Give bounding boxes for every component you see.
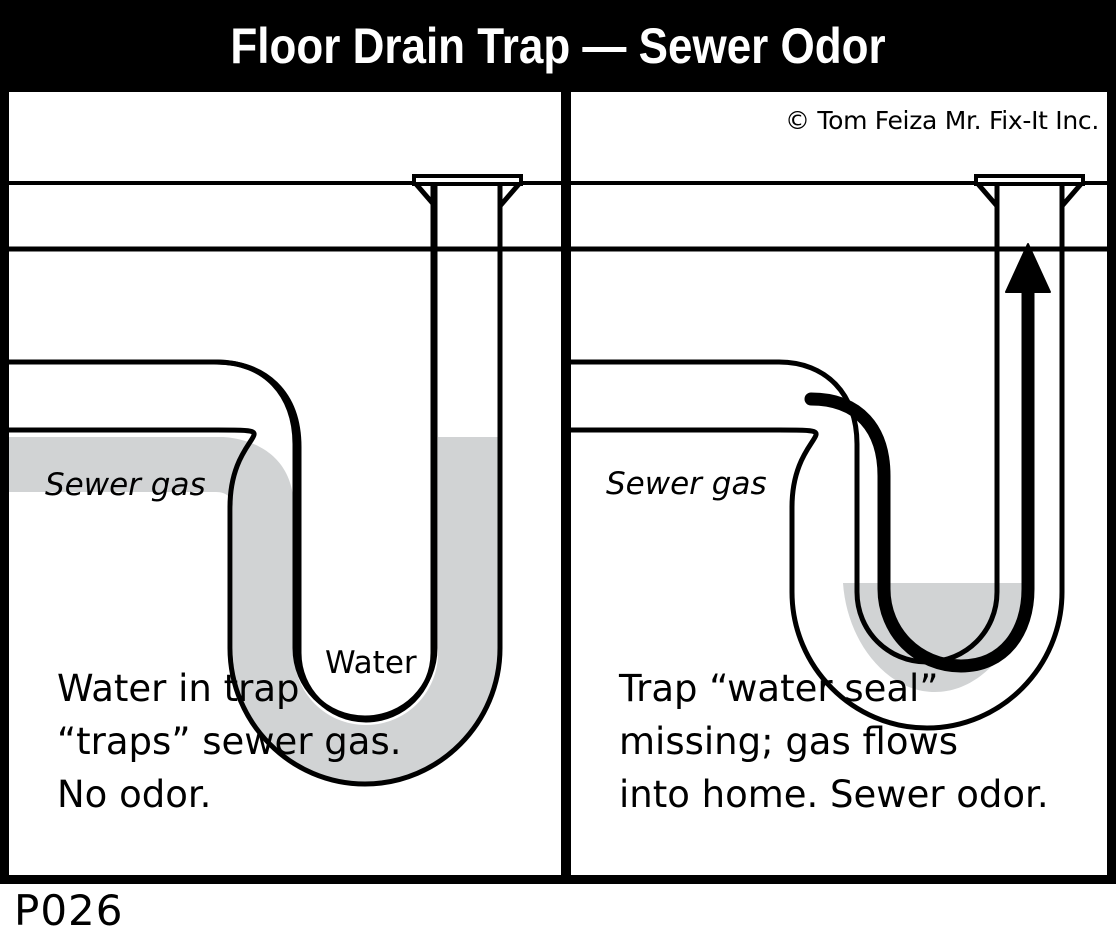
- figure-code: P026: [14, 886, 124, 934]
- frame-border-bottom: [0, 875, 1116, 884]
- flange-flare-left: [976, 182, 999, 208]
- frame-border-right: [1107, 92, 1116, 884]
- label-water: Water: [325, 645, 417, 681]
- frame-border-left: [0, 92, 9, 884]
- page-title: Floor Drain Trap — Sewer Odor: [230, 18, 886, 74]
- flange-flare-right: [498, 182, 521, 208]
- caption-dry-trap: Trap “water seal” missing; gas flows int…: [619, 667, 1049, 816]
- label-sewer-gas: Sewer gas: [606, 466, 767, 502]
- copyright-notice: © Tom Feiza Mr. Fix-It Inc.: [785, 106, 1099, 135]
- water-fill: [9, 437, 499, 786]
- caption-working-trap: Water in trap “traps” sewer gas. No odor…: [57, 667, 402, 816]
- title-bar: Floor Drain Trap — Sewer Odor: [0, 0, 1116, 92]
- flange-flare-left: [414, 182, 437, 208]
- pipe-outline-inner: [571, 180, 1000, 665]
- panel-dry-trap: © Tom Feiza Mr. Fix-It Inc. Sewer gas Tr…: [571, 92, 1107, 875]
- pipe-outline-inner: [9, 180, 438, 721]
- pipe-outline-outer: [9, 180, 503, 787]
- pipe-outline-outer: [571, 180, 1065, 731]
- panel-divider: [561, 92, 571, 884]
- drain-flange-plate: [412, 174, 523, 186]
- dry-trap-illustration: [571, 174, 1107, 731]
- gas-flow-path: [804, 265, 1035, 673]
- flange-flare-right: [1060, 182, 1083, 208]
- working-trap-illustration: [9, 174, 561, 787]
- drain-flange-plate: [974, 174, 1085, 186]
- gas-flow-arrowhead: [1005, 243, 1051, 293]
- panel-working-trap: Sewer gas Water Water in trap “traps” se…: [9, 92, 561, 875]
- label-sewer-gas: Sewer gas: [45, 467, 206, 503]
